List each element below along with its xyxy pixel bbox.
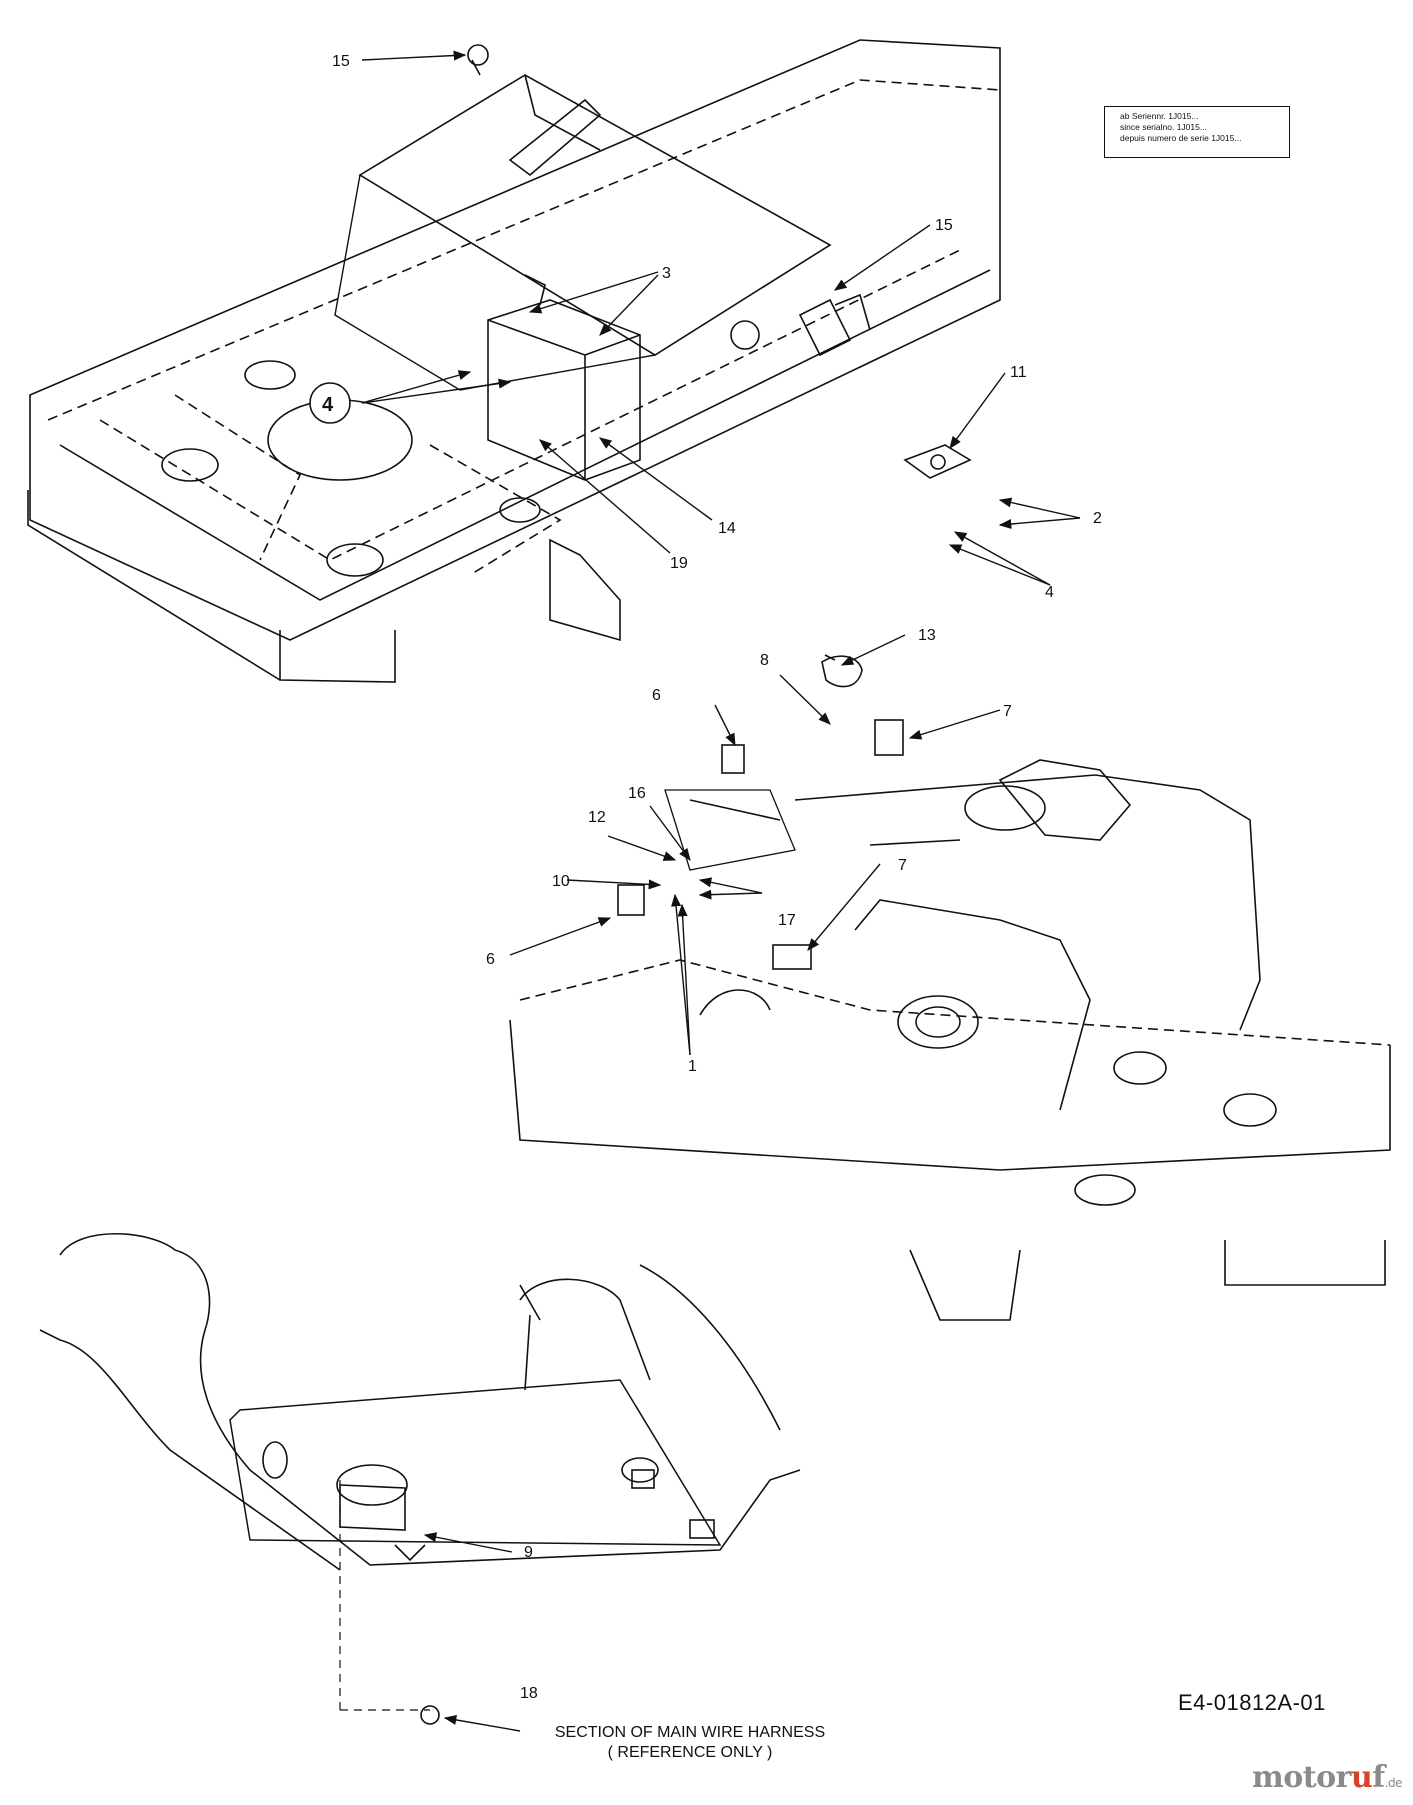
callout-7-top: 7: [1003, 703, 1012, 720]
motoruf-logo[interactable]: motoruf.de: [1252, 1760, 1402, 1795]
callout-4-lower: 4: [1045, 584, 1054, 601]
callout-18: 18: [520, 1685, 538, 1702]
callout-13: 13: [918, 627, 936, 644]
harness-label: SECTION OF MAIN WIRE HARNESS ( REFERENCE…: [540, 1723, 840, 1763]
note-line-german: ab Seriennr. 1J015...: [1120, 111, 1199, 121]
callout-11: 11: [1010, 364, 1027, 381]
callout-15-top: 15: [332, 53, 350, 70]
harness-label-line2: ( REFERENCE ONLY ): [607, 1744, 773, 1761]
callout-10: 10: [552, 873, 570, 890]
harness-label-line1: SECTION OF MAIN WIRE HARNESS: [554, 1724, 826, 1741]
circled-callout-4: [309, 382, 351, 424]
logo-text-b: f: [1372, 1760, 1385, 1795]
callout-3: 3: [662, 265, 671, 282]
logo-text-u: u: [1350, 1760, 1373, 1795]
middle-frame-assembly: [509, 654, 1391, 1321]
callout-16: 16: [628, 785, 646, 802]
bottom-frame-assembly: [39, 1232, 801, 1725]
callout-12: 12: [588, 809, 606, 826]
note-line-french: depuis numero de serie 1J015...: [1120, 133, 1242, 143]
callout-8: 8: [760, 652, 769, 669]
callout-15-right: 15: [935, 217, 953, 234]
callout-19: 19: [670, 555, 688, 572]
callout-2: 2: [1093, 510, 1102, 527]
harness-reference-lines: [339, 1480, 430, 1711]
callout-7-lower: 7: [898, 857, 907, 874]
top-frame-assembly: [27, 39, 1001, 683]
callout-6-lower: 6: [486, 951, 495, 968]
callout-4-circled: 4: [322, 394, 334, 416]
drawing-code: E4-01812A-01: [1178, 1690, 1326, 1715]
note-line-english: since serialno. 1J015...: [1120, 122, 1207, 132]
callout-leaders: [361, 50, 1081, 1732]
callout-1: 1: [688, 1058, 697, 1075]
logo-suffix: .de: [1384, 1776, 1403, 1790]
serial-number-note: ab Seriennr. 1J015... since serialno. 1J…: [1104, 106, 1290, 158]
callout-6-top: 6: [652, 687, 661, 704]
callout-9: 9: [524, 1544, 533, 1561]
callout-17: 17: [778, 912, 796, 929]
logo-text-a: motor: [1252, 1760, 1351, 1795]
callout-numbers: 15 15 3 4 11 2 4 14 19 13 8 7 7 6 6 16 1…: [322, 53, 1102, 1702]
callout-14: 14: [718, 520, 736, 537]
